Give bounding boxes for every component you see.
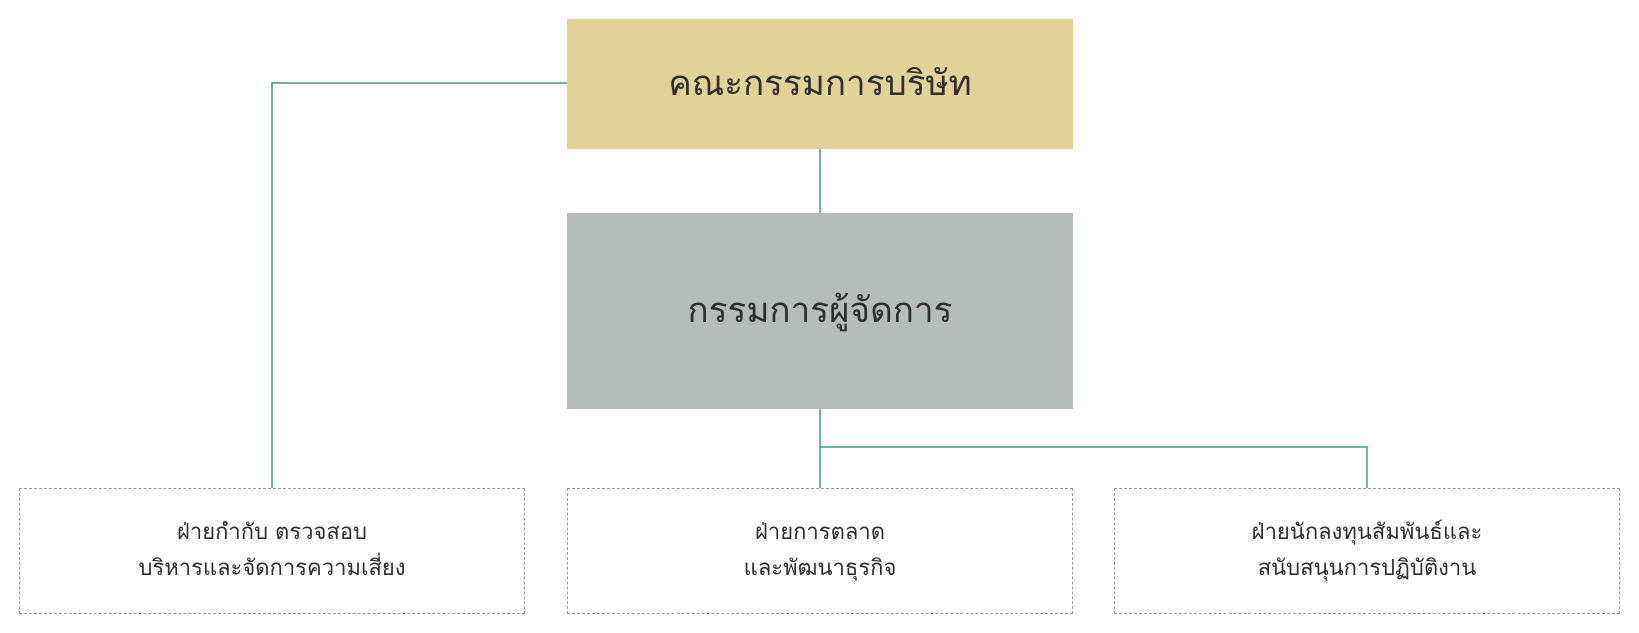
department-label-line: บริหารและจัดการความเสี่ยง (138, 556, 406, 581)
managing-director-box: กรรมการผู้จัดการ (567, 213, 1073, 409)
department-label-line: ฝ่ายการตลาด (754, 520, 886, 545)
department-label-line: ฝ่ายกำกับ ตรวจสอบ (176, 520, 368, 545)
managing-director-label: กรรมการผู้จัดการ (687, 291, 953, 331)
department-label-line: และพัฒนาธุรกิจ (743, 556, 897, 581)
board-of-directors-label: คณะกรรมการบริษัท (668, 64, 972, 104)
board-of-directors-box: คณะกรรมการบริษัท (567, 19, 1073, 149)
department-box-marketing: ฝ่ายการตลาด และพัฒนาธุรกิจ (567, 488, 1073, 614)
connector-board-to-compliance (271, 82, 567, 488)
department-label-line: สนับสนุนการปฏิบัติงาน (1257, 556, 1477, 581)
department-label-line: ฝ่ายนักลงทุนสัมพันธ์และ (1251, 520, 1483, 545)
department-box-compliance-risk: ฝ่ายกำกับ ตรวจสอบ บริหารและจัดการความเสี… (19, 488, 525, 614)
department-box-investor-relations: ฝ่ายนักลงทุนสัมพันธ์และ สนับสนุนการปฏิบั… (1114, 488, 1620, 614)
connector-md-to-investor-relations (820, 446, 1368, 488)
